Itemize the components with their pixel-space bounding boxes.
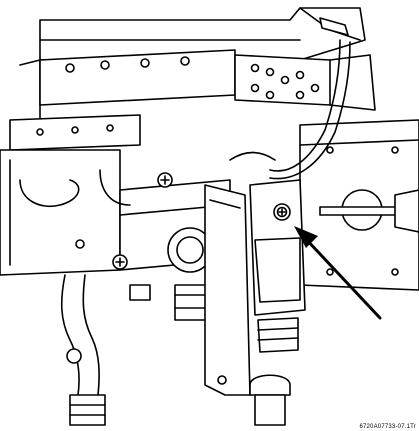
figure-reference-code: 6720A07733-07.1Tr <box>359 424 416 430</box>
valve-housing <box>249 179 306 426</box>
right-housing <box>299 119 419 291</box>
mounting-plate <box>204 184 251 396</box>
wiring-harness <box>99 39 351 206</box>
valve-body <box>112 172 231 321</box>
hose-assembly <box>60 274 106 426</box>
arrow-icon <box>294 226 382 320</box>
screw-icon <box>273 203 291 221</box>
left-panel <box>0 114 141 276</box>
upper-bracket <box>39 49 376 111</box>
